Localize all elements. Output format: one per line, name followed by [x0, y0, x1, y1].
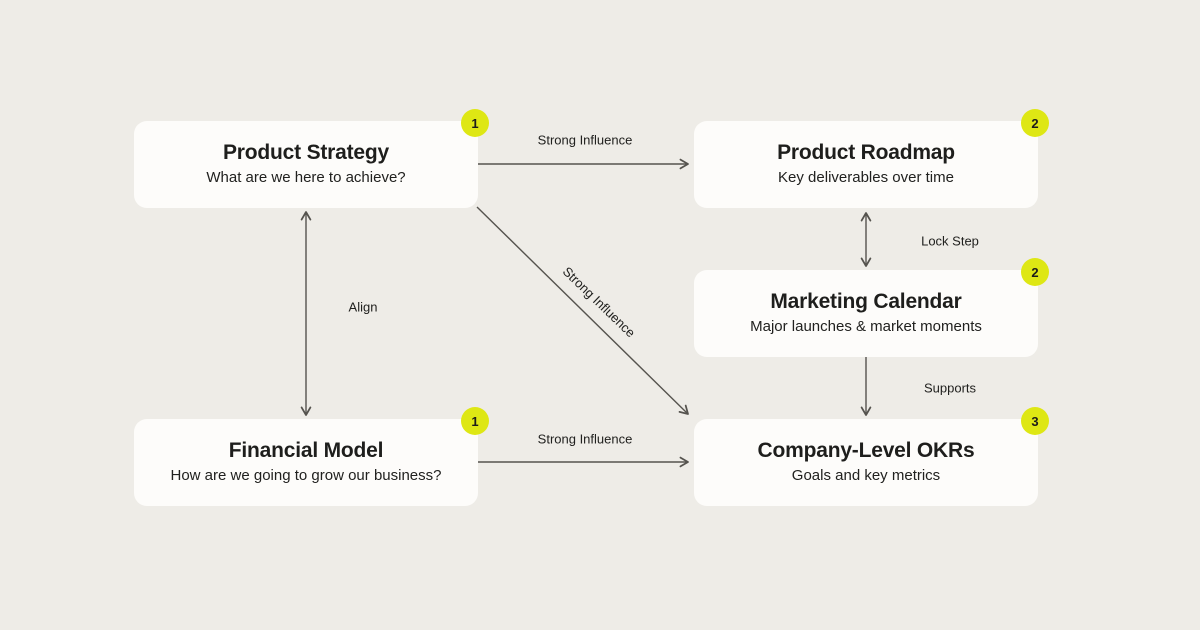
- node-company-level-okrs: Company-Level OKRs Goals and key metrics…: [694, 407, 1049, 506]
- node-financial-model: Financial Model How are we going to grow…: [134, 407, 489, 506]
- priority-badge: 2: [1021, 109, 1049, 137]
- node-product-strategy: Product Strategy What are we here to ach…: [134, 109, 489, 208]
- edge-label-supports: Supports: [923, 380, 977, 396]
- priority-badge: 2: [1021, 258, 1049, 286]
- node-marketing-calendar: Marketing Calendar Major launches & mark…: [694, 258, 1049, 357]
- node-title: Company-Level OKRs: [757, 439, 975, 463]
- node-title: Marketing Calendar: [770, 290, 962, 314]
- priority-badge: 1: [461, 407, 489, 435]
- edge-label-strong-influence-top: Strong Influence: [537, 132, 633, 148]
- edge-strategy-to-okrs-diagonal: [476, 206, 689, 415]
- node-product-roadmap: Product Roadmap Key deliverables over ti…: [694, 109, 1049, 208]
- priority-badge: 3: [1021, 407, 1049, 435]
- node-subtitle: Major launches & market moments: [750, 318, 982, 336]
- node-title: Product Roadmap: [777, 141, 955, 165]
- node-subtitle: How are we going to grow our business?: [170, 467, 442, 485]
- edge-label-strong-influence-bottom: Strong Influence: [537, 431, 633, 447]
- node-title: Financial Model: [228, 439, 384, 463]
- edge-label-align: Align: [348, 299, 378, 315]
- edge-label-lock-step: Lock Step: [921, 233, 979, 249]
- priority-badge: 1: [461, 109, 489, 137]
- node-subtitle: What are we here to achieve?: [206, 169, 406, 187]
- node-title: Product Strategy: [223, 141, 389, 165]
- node-subtitle: Goals and key metrics: [791, 467, 941, 485]
- node-subtitle: Key deliverables over time: [778, 169, 954, 187]
